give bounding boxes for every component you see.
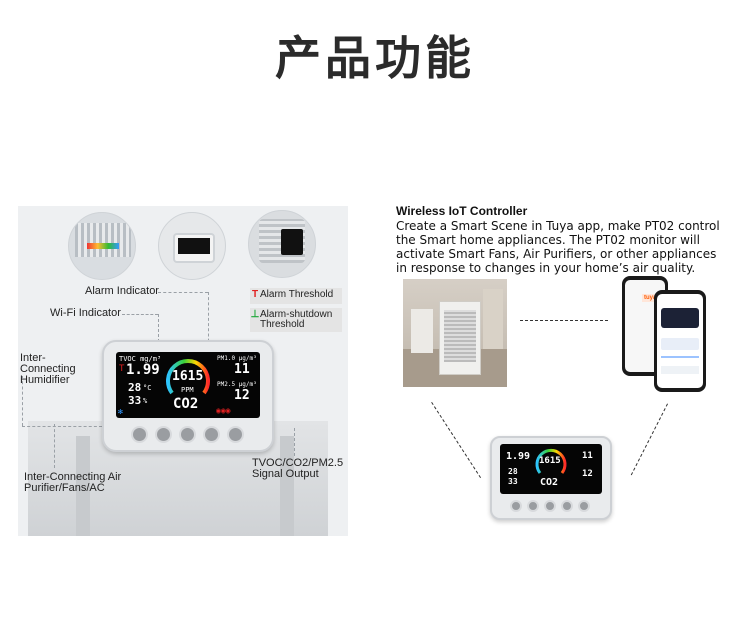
signal-output-label: TVOC/CO2/PM2.5 Signal Output [252, 457, 344, 480]
pm10-value: 11 [234, 362, 250, 377]
device-button-3 [179, 426, 196, 443]
smartphone-app: tuya [622, 276, 706, 392]
leader-line [22, 426, 102, 427]
small-device-button [527, 500, 539, 512]
small-air-quality-monitor: 1.99 28 33 1615 CO2 11 12 [490, 436, 612, 520]
leader-line [294, 428, 295, 456]
device-button-1 [131, 426, 148, 443]
pm25-value: 12 [234, 388, 250, 403]
co2-label: CO2 [173, 396, 199, 412]
temperature-unit: °C [143, 384, 152, 392]
leader-line [54, 424, 55, 468]
ppm-label: PPM [181, 386, 194, 394]
tvoc-label: TVOC mg/m³ [119, 355, 162, 363]
device-button-4 [203, 426, 220, 443]
small-device-screen: 1.99 28 33 1615 CO2 11 12 [500, 444, 602, 494]
small-co2-gauge [535, 448, 567, 474]
red-arrow-icon: T [119, 364, 125, 374]
dashed-connector [520, 320, 608, 321]
alarm-threshold-label: Alarm Threshold [260, 289, 334, 300]
small-tvoc-value: 1.99 [506, 451, 531, 462]
pm25-label: PM2.5 μg/m³ [217, 381, 257, 388]
leader-line [158, 292, 208, 293]
small-pm25-value: 12 [582, 469, 593, 479]
room-photo-air-purifier [403, 279, 507, 387]
pm10-label: PM1.0 μg/m³ [217, 355, 257, 362]
device-screen: TVOC mg/m³ 1.99 T 28 °C 33 % ✻ 1615 PPM … [116, 352, 260, 418]
iot-description: Create a Smart Scene in Tuya app, make P… [396, 219, 720, 275]
alarm-shutdown-label: Alarm-shutdown Threshold [260, 309, 333, 330]
temperature-value: 28 [128, 381, 142, 394]
tuya-logo: tuya [642, 294, 659, 302]
small-device-button [544, 500, 556, 512]
leader-line [158, 314, 159, 352]
small-pm10-value: 11 [582, 451, 593, 461]
shelf-leg [280, 436, 294, 536]
co2-value: 1615 [172, 369, 204, 384]
fan-icon: ✻ [118, 407, 123, 416]
alarm-indicator-label: Alarm Indicator [85, 285, 159, 297]
co2-gauge [166, 359, 210, 395]
tvoc-value: 1.99 [126, 362, 160, 378]
dashed-connector [431, 402, 482, 479]
circle-image-ac-unit [68, 212, 136, 280]
humidity-unit: % [143, 397, 148, 405]
alarm-shutdown-legend: ⊥Alarm-shutdown Threshold [250, 308, 342, 332]
humidity-value: 33 [128, 394, 142, 407]
purifier-label: Inter-Connecting Air Purifier/Fans/AC [24, 471, 122, 494]
small-co2-label: CO2 [540, 477, 559, 488]
humidifier-label: Inter-Connecting Humidifier [20, 352, 76, 386]
small-humidity-value: 33 [508, 477, 518, 486]
leader-line [208, 292, 209, 352]
alarm-icons: ◉◉◉ [216, 406, 231, 415]
small-device-button [561, 500, 573, 512]
page-title: 产品功能 [275, 31, 475, 85]
small-device-button [510, 500, 522, 512]
device-button-2 [155, 426, 172, 443]
air-quality-monitor: TVOC mg/m³ 1.99 T 28 °C 33 % ✻ 1615 PPM … [102, 340, 274, 452]
dashed-connector [630, 403, 668, 476]
small-temperature-value: 28 [508, 467, 518, 476]
small-co2-value: 1615 [539, 456, 561, 466]
green-arrow-icon: ⊥ [250, 309, 260, 320]
wifi-indicator-label: Wi-Fi Indicator [50, 307, 121, 319]
small-device-button [578, 500, 590, 512]
circle-image-device-front [158, 212, 226, 280]
red-arrow-icon: T [251, 289, 259, 300]
leader-line [122, 314, 158, 315]
iot-heading: Wireless IoT Controller [396, 204, 528, 218]
leader-line [22, 376, 23, 426]
shelf-leg [76, 436, 90, 536]
device-button-5 [227, 426, 244, 443]
circle-image-device-side [248, 210, 316, 278]
